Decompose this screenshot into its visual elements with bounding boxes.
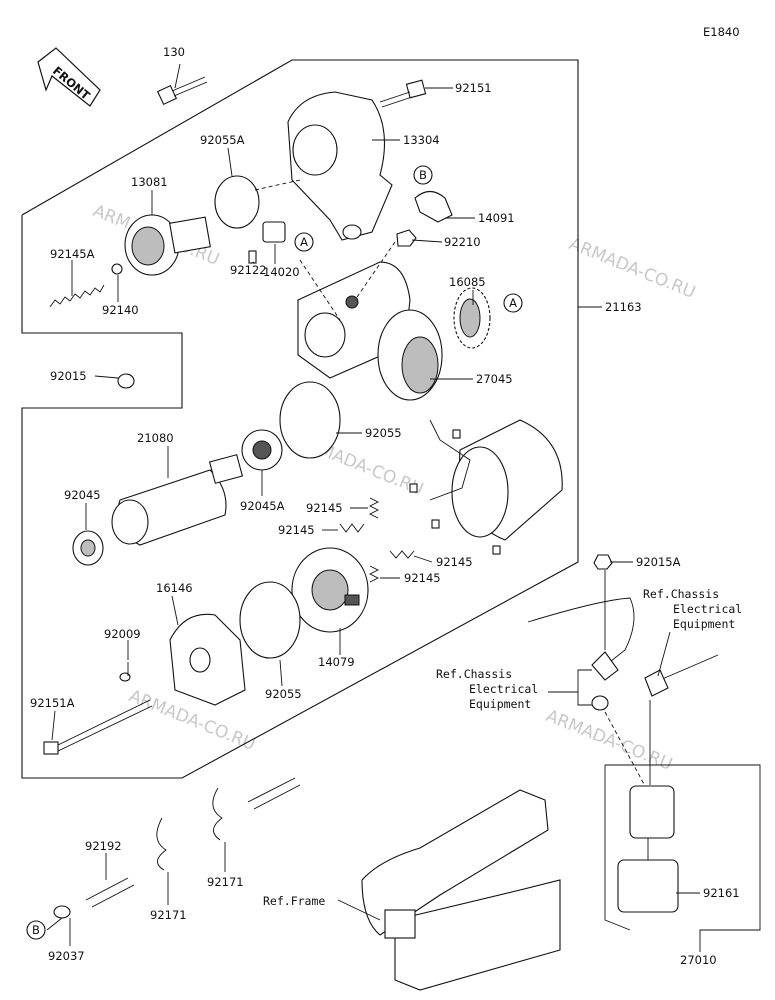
label-92015A: 92015A bbox=[636, 555, 681, 569]
marker-b2: B bbox=[26, 920, 46, 940]
clamp-92171a bbox=[156, 817, 167, 871]
brush-holder-14079 bbox=[291, 547, 369, 633]
label-16146: 16146 bbox=[156, 581, 193, 595]
ref-chassis-left: Ref.Chassis Electrical Equipment bbox=[436, 667, 538, 711]
svg-text:A: A bbox=[300, 235, 308, 249]
label-92145A: 92145A bbox=[50, 247, 95, 261]
bearing-92045A bbox=[241, 429, 283, 471]
label-92192: 92192 bbox=[85, 839, 122, 853]
label-13304: 13304 bbox=[403, 133, 440, 147]
bolt-130 bbox=[156, 76, 208, 106]
spring-92145-2 bbox=[339, 523, 365, 533]
label-92015: 92015 bbox=[50, 369, 87, 383]
label-14020: 14020 bbox=[263, 265, 300, 279]
armature-21080 bbox=[111, 454, 244, 546]
label-13081: 13081 bbox=[131, 175, 168, 189]
svg-text:Equipment: Equipment bbox=[673, 617, 735, 631]
cover-16146 bbox=[169, 613, 246, 706]
bearing-92045 bbox=[72, 530, 104, 566]
label-92171b: 92171 bbox=[207, 875, 244, 889]
o-ring-92055A bbox=[214, 175, 260, 229]
ref-frame: Ref.Frame bbox=[263, 894, 325, 908]
svg-text:Ref.Chassis: Ref.Chassis bbox=[436, 667, 512, 681]
hose-92192 bbox=[85, 777, 301, 908]
front-arrow-icon: FRONT bbox=[37, 47, 101, 107]
label-92145-4: 92145 bbox=[404, 571, 441, 585]
label-92161: 92161 bbox=[703, 886, 740, 900]
screw-92009 bbox=[119, 662, 131, 682]
spring-92145A bbox=[49, 284, 105, 308]
svg-text:B: B bbox=[32, 923, 40, 937]
label-14091: 14091 bbox=[478, 211, 515, 225]
assembly-frame bbox=[21, 59, 579, 779]
o-ring-92055b bbox=[239, 581, 301, 659]
battery-cable bbox=[527, 554, 719, 711]
label-21163: 21163 bbox=[605, 300, 642, 314]
bolt-92151 bbox=[379, 79, 427, 108]
spring-92145-3 bbox=[389, 550, 415, 559]
bolt-92151A bbox=[43, 699, 153, 755]
vehicle-frame bbox=[361, 789, 561, 991]
svg-text:Ref.Chassis: Ref.Chassis bbox=[643, 587, 719, 601]
gear-16085 bbox=[453, 287, 491, 349]
spring-92145-4 bbox=[368, 565, 380, 583]
nut-92210 bbox=[396, 229, 417, 247]
label-92151A: 92151A bbox=[30, 696, 75, 710]
label-92045: 92045 bbox=[64, 488, 101, 502]
label-92045A: 92045A bbox=[240, 499, 285, 513]
svg-text:Electrical: Electrical bbox=[469, 682, 538, 696]
leader-lines bbox=[46, 63, 761, 952]
ball-92140 bbox=[111, 263, 123, 275]
marker-a2: A bbox=[503, 293, 523, 313]
label-92037: 92037 bbox=[48, 949, 85, 963]
label-92145-2: 92145 bbox=[278, 523, 315, 537]
pin-92122 bbox=[248, 250, 257, 264]
label-92151: 92151 bbox=[455, 81, 492, 95]
label-14079: 14079 bbox=[318, 655, 355, 669]
clamp-92171b bbox=[212, 787, 223, 841]
label-27045: 27045 bbox=[476, 372, 513, 386]
marker-b1: B bbox=[413, 165, 433, 185]
bracket-27045 bbox=[377, 309, 443, 401]
marker-a1: A bbox=[294, 232, 314, 252]
label-130: 130 bbox=[163, 45, 185, 59]
spring-92145-1 bbox=[368, 497, 380, 519]
coupling-14020 bbox=[262, 221, 286, 243]
svg-text:A: A bbox=[509, 296, 517, 310]
label-16085: 16085 bbox=[449, 275, 486, 289]
o-ring-92055 bbox=[279, 381, 341, 459]
diagram-code: E1840 bbox=[703, 25, 740, 39]
label-92145-3: 92145 bbox=[436, 555, 473, 569]
housing-13304 bbox=[287, 91, 393, 241]
clamp-92037 bbox=[53, 905, 71, 919]
svg-text:Electrical: Electrical bbox=[673, 602, 742, 616]
label-92055A: 92055A bbox=[200, 133, 245, 147]
label-21080: 21080 bbox=[137, 431, 174, 445]
label-92055: 92055 bbox=[365, 426, 402, 440]
watermark-2: ARMADA-CO.RU bbox=[566, 234, 698, 303]
label-92055b: 92055 bbox=[265, 687, 302, 701]
cap-14091 bbox=[414, 190, 453, 223]
label-92009: 92009 bbox=[104, 627, 141, 641]
clutch-13081 bbox=[124, 214, 211, 276]
relay-27010 bbox=[617, 785, 679, 913]
ref-chassis-right: Ref.Chassis Electrical Equipment bbox=[643, 587, 742, 631]
label-92145-1: 92145 bbox=[306, 501, 343, 515]
svg-text:Equipment: Equipment bbox=[469, 697, 531, 711]
part-labels: 130 92151 13304 92055A 13081 14091 92210… bbox=[30, 45, 740, 967]
label-27010: 27010 bbox=[680, 953, 717, 967]
label-92140: 92140 bbox=[102, 303, 139, 317]
nut-92015 bbox=[117, 373, 135, 389]
yoke bbox=[409, 419, 563, 555]
label-92122: 92122 bbox=[230, 263, 267, 277]
label-92171a: 92171 bbox=[150, 908, 187, 922]
svg-text:B: B bbox=[419, 168, 427, 182]
label-92210: 92210 bbox=[444, 235, 481, 249]
